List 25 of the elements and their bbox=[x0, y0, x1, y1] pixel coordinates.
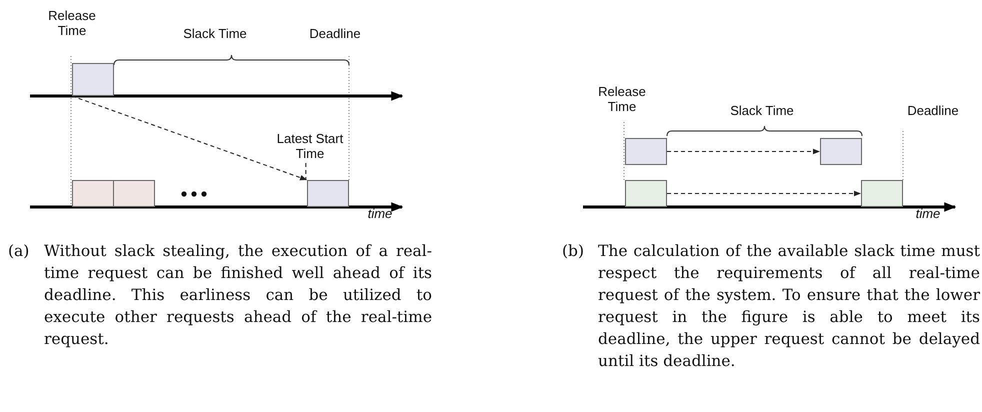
subfigure-label: (a) bbox=[8, 241, 30, 262]
arrow bbox=[666, 190, 862, 196]
axis-label: time bbox=[914, 206, 942, 221]
timeline-label: Deadline bbox=[906, 103, 960, 118]
timeline-label: Deadline bbox=[308, 26, 362, 41]
timeline-label: Slack Time bbox=[182, 26, 248, 41]
task-box bbox=[72, 180, 114, 207]
timeline-label: Release Time bbox=[597, 84, 647, 114]
annotation-text: Latest Start Time bbox=[268, 131, 352, 161]
timeline-label: Slack Time bbox=[729, 103, 795, 118]
task-box bbox=[307, 180, 349, 207]
caption-text: The calculation of the available slack time must respect the requirements of all real-time request of the system. To ensure that the lower request in the figure is able to meet its deadline, the upper request cannot be delayed until its deadline. bbox=[598, 241, 980, 372]
leader-line bbox=[305, 162, 306, 180]
arrow bbox=[666, 148, 820, 154]
task-box bbox=[820, 138, 862, 165]
timeline-label: Release Time bbox=[47, 8, 97, 38]
axis-label: time bbox=[366, 206, 394, 221]
subfigure-label: (b) bbox=[562, 241, 584, 262]
task-box bbox=[861, 180, 903, 207]
task-box bbox=[72, 63, 114, 96]
task-box bbox=[625, 138, 667, 165]
caption-text: Without slack stealing, the execution of a real-time request can be finished well ahead of its deadline. This earliness can be utilized to execute other requests ahead of the real-time request. bbox=[44, 241, 432, 350]
task-box bbox=[625, 180, 667, 207]
arrow bbox=[72, 96, 308, 180]
task-box bbox=[113, 180, 155, 207]
